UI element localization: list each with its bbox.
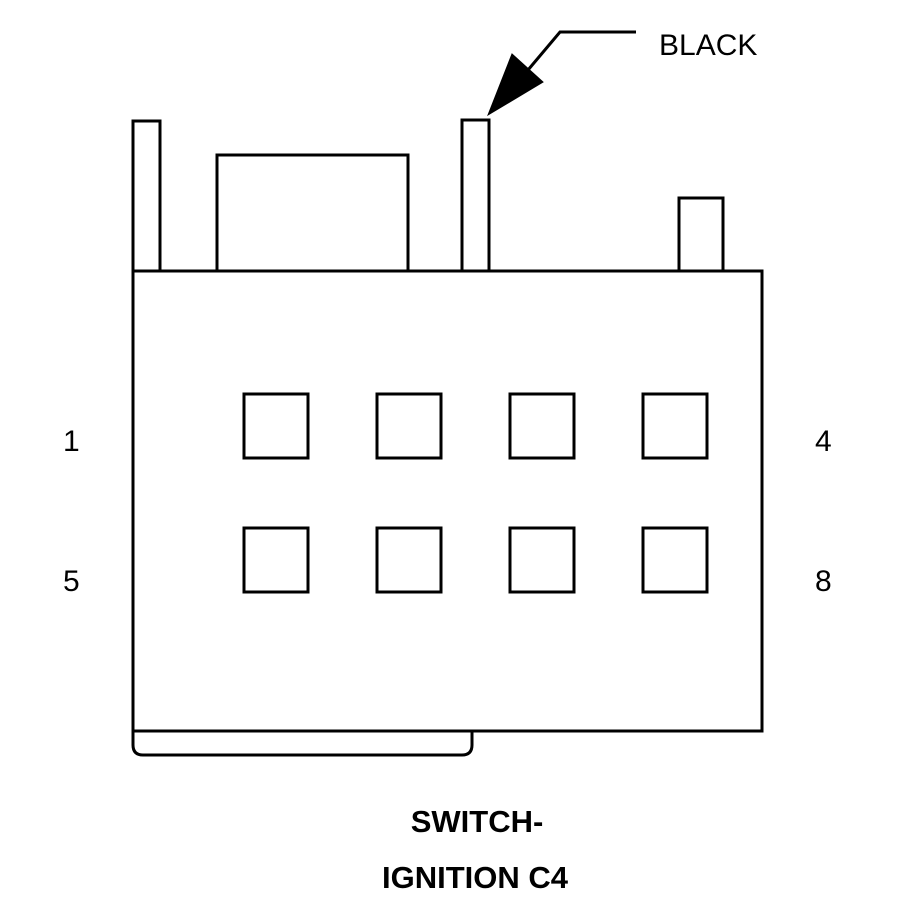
cavity-7 — [508, 526, 576, 594]
black-callout-leader — [486, 30, 636, 117]
cavity-4 — [641, 392, 709, 460]
cavity-2 — [375, 392, 443, 460]
cavity-1 — [242, 392, 310, 460]
connector-top-features — [131, 118, 725, 273]
bottom-latch — [131, 731, 474, 757]
leader-line — [526, 30, 636, 71]
pin-label-8: 8 — [815, 565, 832, 598]
cavity-5 — [242, 526, 310, 594]
cavity-6 — [375, 526, 443, 594]
caption-line-1: SWITCH- — [411, 804, 544, 839]
cavity-8 — [641, 526, 709, 594]
black-keyed-post — [460, 118, 491, 273]
connector-body — [131, 269, 764, 733]
cavity-3 — [508, 392, 576, 460]
right-tab — [677, 196, 725, 273]
callout-label-black: BLACK — [659, 29, 757, 62]
left-latch-post — [131, 119, 162, 273]
pin-label-4: 4 — [815, 425, 832, 458]
caption-line-2: IGNITION C4 — [382, 860, 569, 895]
pin-label-1: 1 — [63, 425, 80, 458]
pin-label-5: 5 — [63, 565, 80, 598]
arrowhead-icon — [486, 53, 544, 117]
center-lock-block — [215, 153, 410, 273]
cavity-grid — [242, 392, 709, 594]
